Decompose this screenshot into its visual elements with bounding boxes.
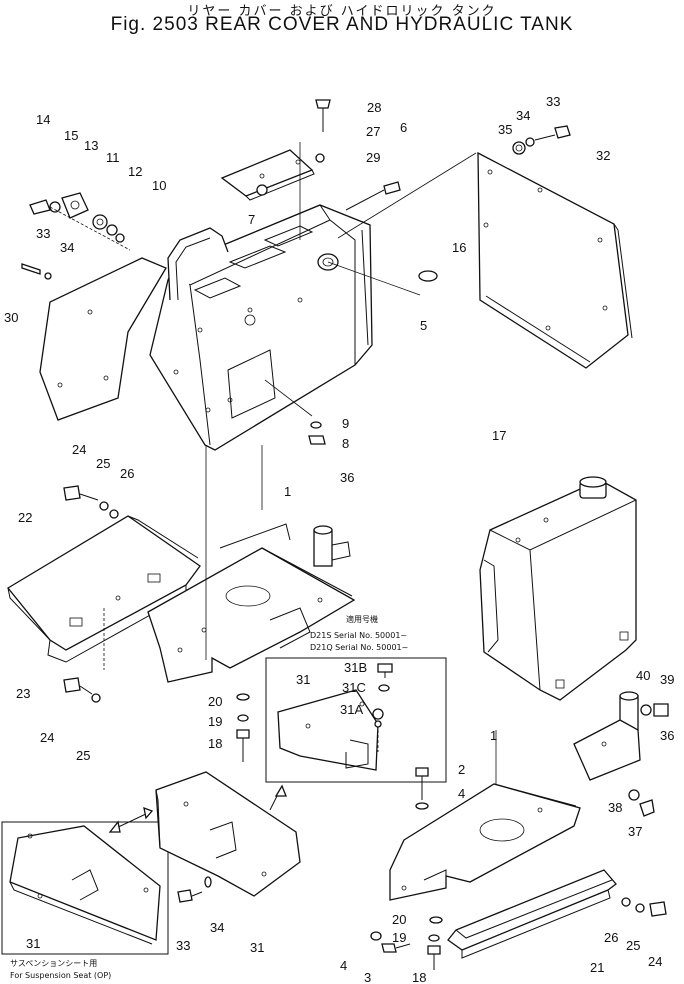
callout: 32 xyxy=(596,148,610,163)
callout: 13 xyxy=(84,138,98,153)
callout: 29 xyxy=(366,150,380,165)
arrows xyxy=(108,784,287,833)
floor-channel-21 xyxy=(447,869,617,959)
callout: 1 xyxy=(490,728,497,743)
rear-panel-32 xyxy=(337,151,633,369)
callout: 4 xyxy=(340,958,347,973)
fasteners-33-34-lower xyxy=(177,876,212,903)
fasteners-8-9 xyxy=(308,421,326,445)
callout: 34 xyxy=(516,108,530,123)
fasteners-lower-right xyxy=(370,897,667,970)
callout: 7 xyxy=(248,212,255,227)
callout: 33 xyxy=(546,94,560,109)
callout: 33 xyxy=(176,938,190,953)
serial-note: 適用号機 D21S Serial No. 50001~ D21Q Serial … xyxy=(310,614,408,652)
callout: 31B xyxy=(344,660,367,675)
callout: 40 xyxy=(636,668,650,683)
callout: 26 xyxy=(120,466,134,481)
callout: 38 xyxy=(608,800,622,815)
callout: 24 xyxy=(72,442,86,457)
figure-title-japanese: リヤー カバー および ハイドロリック タンク xyxy=(187,4,497,19)
callout: 24 xyxy=(648,954,662,969)
callout: 30 xyxy=(4,310,18,325)
callout: 23 xyxy=(16,686,30,701)
callout: 31 xyxy=(296,672,310,687)
callout: 20 xyxy=(392,912,406,927)
callout: 24 xyxy=(40,730,54,745)
callout: 8 xyxy=(342,436,349,451)
fasteners-33-34-35 xyxy=(512,125,571,155)
fasteners-24-25-26-upper xyxy=(63,485,119,519)
callout: 9 xyxy=(342,416,349,431)
callout: 34 xyxy=(60,240,74,255)
rear-cover-side-plate-30 xyxy=(39,257,167,421)
callout: 11 xyxy=(106,150,120,165)
figure-title: Fig. 2503 REAR COVER AND HYDRAULIC TANK xyxy=(110,14,574,35)
callout: 18 xyxy=(208,736,222,751)
hydraulic-tank-17 xyxy=(479,476,637,701)
option-suspension-box xyxy=(1,821,169,955)
callout: 31 xyxy=(250,940,264,955)
serial-note-heading: 適用号機 xyxy=(346,614,378,624)
seat-frame-1-upper xyxy=(147,445,356,683)
callout-labels: 14 15 13 11 12 10 33 34 30 28 27 29 7 6 … xyxy=(4,94,674,984)
callout: 34 xyxy=(210,920,224,935)
callout: 28 xyxy=(367,100,381,115)
rear-cover-box-5 xyxy=(149,204,373,451)
fasteners-18-19-20-upper xyxy=(236,693,250,762)
callout: 18 xyxy=(412,970,426,984)
callout: 2 xyxy=(458,762,465,777)
serial-note-line1: D21S Serial No. 50001~ xyxy=(310,631,407,640)
callout: 21 xyxy=(590,960,604,975)
serial-inset-box xyxy=(265,657,447,783)
callout: 39 xyxy=(660,672,674,687)
callout: 36 xyxy=(660,728,674,743)
callout: 14 xyxy=(36,112,50,127)
callout: 4 xyxy=(458,786,465,801)
callout: 22 xyxy=(18,510,32,525)
callout: 25 xyxy=(76,748,90,763)
callout: 20 xyxy=(208,694,222,709)
fastener-group-left xyxy=(21,192,131,280)
callout: 36 xyxy=(340,470,354,485)
callout: 31 xyxy=(26,936,40,951)
serial-note-line2: D21Q Serial No. 50001~ xyxy=(310,643,408,652)
callout: 15 xyxy=(64,128,78,143)
callout: 16 xyxy=(452,240,466,255)
callout: 10 xyxy=(152,178,166,193)
cover-plate-27 xyxy=(220,99,331,240)
callout: 3 xyxy=(364,970,371,984)
option-note-line1: サスペンションシート用 xyxy=(10,959,97,968)
callout: 31C xyxy=(342,680,366,695)
callout: 19 xyxy=(392,930,406,945)
grommet-16 xyxy=(418,270,438,282)
figure-header: リヤー カバー および ハイドロリック タンク Fig. 2503 REAR C… xyxy=(0,0,684,40)
bracket-36-right xyxy=(573,691,669,817)
callout: 35 xyxy=(498,122,512,137)
callout: 26 xyxy=(604,930,618,945)
fasteners-6-7 xyxy=(256,181,401,211)
callout: 6 xyxy=(400,120,407,135)
seat-plate-31-lower xyxy=(155,771,301,897)
callout: 27 xyxy=(366,124,380,139)
option-note-line2: For Suspension Seat (OP) xyxy=(10,971,111,980)
callout: 12 xyxy=(128,164,142,179)
callout: 31A xyxy=(340,702,363,717)
callout: 5 xyxy=(420,318,427,333)
callout: 19 xyxy=(208,714,222,729)
callout: 1 xyxy=(284,484,291,499)
callout: 17 xyxy=(492,428,506,443)
callout: 33 xyxy=(36,226,50,241)
option-note: サスペンションシート用 For Suspension Seat (OP) xyxy=(10,959,111,980)
callout: 25 xyxy=(96,456,110,471)
fasteners-24-25-lower xyxy=(63,677,101,703)
seat-frame-1-lower xyxy=(389,767,581,901)
callout: 37 xyxy=(628,824,642,839)
callout: 25 xyxy=(626,938,640,953)
